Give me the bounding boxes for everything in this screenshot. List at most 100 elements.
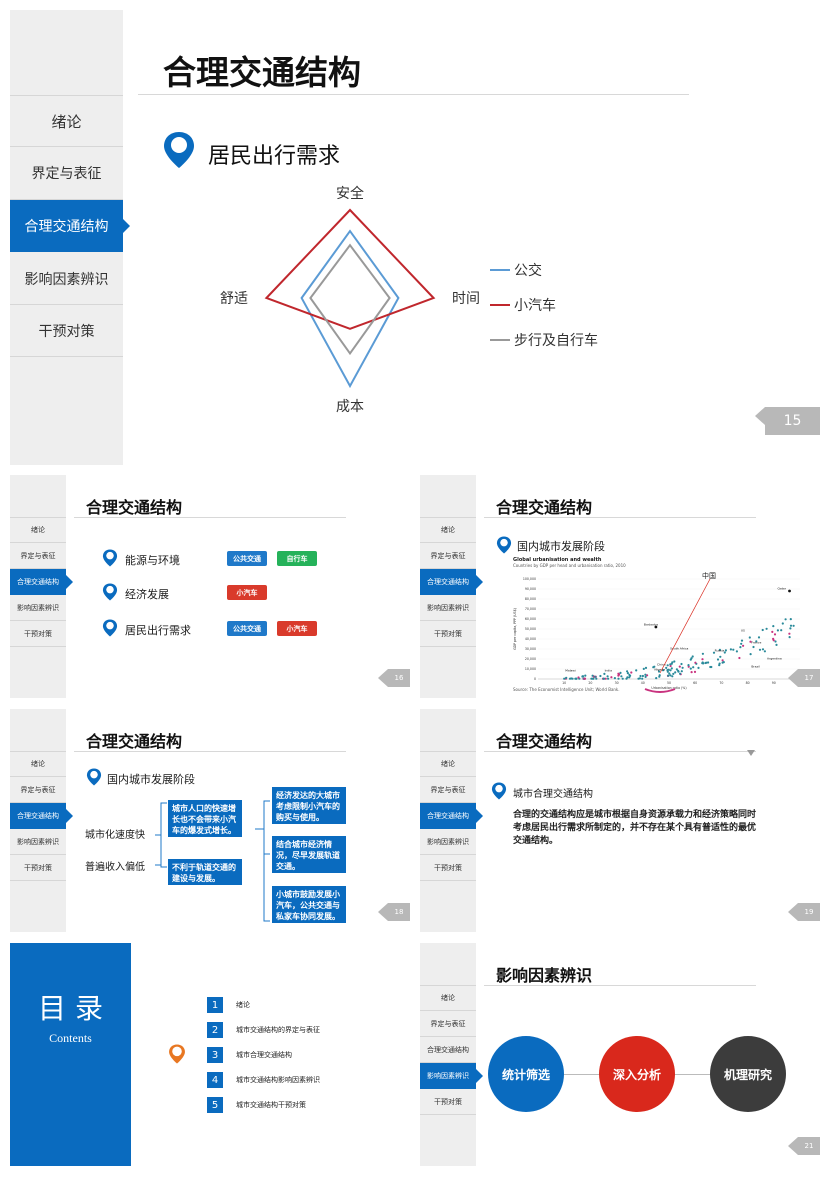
scatter-point [691, 655, 694, 658]
nav-item-definition[interactable]: 界定与表征 [420, 777, 476, 803]
nav-item-definition[interactable]: 界定与表征 [10, 543, 66, 569]
slide-title: 合理交通结构 [496, 498, 593, 517]
nav-item-structure[interactable]: 合理交通结构 [10, 803, 73, 829]
contents-subtitle: Contents [49, 1031, 92, 1045]
nav-label: 合理交通结构 [17, 578, 59, 586]
country-label: China [657, 663, 666, 667]
scatter-point [669, 669, 672, 672]
contents-item[interactable]: 绪论 [236, 1001, 250, 1009]
contents-item[interactable]: 城市交通结构干预对策 [236, 1101, 306, 1109]
nav-item-intro[interactable]: 绪论 [420, 985, 476, 1011]
scatter-point [749, 653, 752, 656]
scatter-point [644, 666, 648, 669]
scatter-point [644, 675, 647, 678]
scatter-point [626, 670, 629, 673]
nav-item-intro[interactable]: 绪论 [10, 95, 123, 147]
scatter-point [610, 676, 613, 679]
nav-item-factors[interactable]: 影响因素辨识 [420, 829, 476, 855]
scatter-point [755, 640, 758, 643]
contents-item[interactable]: 城市交通结构的界定与表征 [236, 1026, 320, 1034]
nav-item-structure[interactable]: 合理交通结构 [420, 1037, 476, 1063]
nav-label: 干预对策 [24, 629, 52, 638]
scatter-point [718, 662, 721, 665]
nav-label: 合理交通结构 [427, 578, 469, 586]
effect-box: 城市人口的快速增长也不会带来小汽车的爆发式增长。 [168, 800, 242, 837]
title-rule [484, 751, 756, 752]
nav-item-definition[interactable]: 界定与表征 [420, 1011, 476, 1037]
scatter-point [687, 665, 690, 668]
tag-car: 小汽车 [277, 621, 317, 636]
step-circle: 机理研究 [710, 1036, 786, 1112]
nav-label: 绪论 [441, 526, 455, 534]
radar-axis-label: 时间 [452, 291, 480, 307]
scatter-point [757, 636, 761, 639]
triangle-down-icon [747, 750, 755, 756]
country-label: South Africa [670, 647, 688, 651]
slide-title: 合理交通结构 [86, 498, 183, 517]
row-label: 能源与环境 [125, 554, 180, 567]
tag-public-transit: 公共交通 [227, 551, 267, 566]
scatter-point [642, 667, 645, 670]
nav-item-definition[interactable]: 界定与表征 [10, 777, 66, 803]
contents-number: 2 [207, 1022, 223, 1038]
scatter-point [722, 661, 725, 664]
scatter-point [617, 674, 620, 677]
scatter-point [607, 677, 610, 680]
nav-item-factors[interactable]: 影响因素辨识 [420, 1063, 483, 1089]
scatter-point [740, 639, 744, 642]
x-tick-label: 70 [719, 681, 723, 685]
contents-item[interactable]: 城市合理交通结构 [236, 1051, 292, 1059]
scatter-point [594, 675, 597, 678]
nav-item-intervention[interactable]: 干预对策 [10, 621, 66, 647]
country-label: India [605, 669, 613, 673]
scatter-point [749, 640, 752, 643]
nav-item-definition[interactable]: 界定与表征 [420, 543, 476, 569]
location-pin-icon [164, 132, 194, 168]
nav-item-intervention[interactable]: 干预对策 [420, 621, 476, 647]
bracket-lines [155, 800, 270, 922]
nav-item-factors[interactable]: 影响因素辨识 [10, 253, 123, 305]
scatter-point [592, 677, 595, 680]
scatter-point [628, 673, 631, 676]
effect-box: 不利于轨道交通的建设与发展。 [168, 859, 242, 885]
nav-item-intro[interactable]: 绪论 [420, 517, 476, 543]
tag-bicycle: 自行车 [277, 551, 317, 566]
nav-item-intervention[interactable]: 干预对策 [420, 855, 476, 881]
sidebar: 绪论 界定与表征 合理交通结构 影响因素辨识 干预对策 [420, 475, 483, 698]
nav-item-intervention[interactable]: 干预对策 [10, 305, 123, 357]
slide-title: 合理交通结构 [496, 732, 593, 751]
nav-item-structure[interactable]: 合理交通结构 [420, 803, 483, 829]
scatter-point [641, 674, 644, 678]
nav-item-factors[interactable]: 影响因素辨识 [10, 595, 66, 621]
row-label: 居民出行需求 [125, 624, 191, 637]
nav-item-definition[interactable]: 界定与表征 [10, 147, 123, 200]
scatter-point [701, 661, 704, 664]
nav-item-structure[interactable]: 合理交通结构 [10, 569, 73, 595]
page-number-badge: 21 [788, 1137, 820, 1155]
scatter-point [652, 666, 655, 669]
nav-item-intervention[interactable]: 干预对策 [420, 1089, 476, 1115]
location-pin-icon [496, 536, 512, 554]
scatter-point [789, 624, 793, 627]
nav-item-intro[interactable]: 绪论 [420, 751, 476, 777]
section-heading: 城市合理交通结构 [513, 789, 593, 800]
scatter-point [626, 672, 629, 675]
country-label: Argentina [767, 657, 782, 661]
nav-item-intro[interactable]: 绪论 [10, 517, 66, 543]
nav-item-factors[interactable]: 影响因素辨识 [420, 595, 476, 621]
contents-item[interactable]: 城市交通结构影响因素辨识 [236, 1076, 320, 1084]
country-label: Barbados [644, 623, 659, 627]
x-tick-label: 30 [615, 681, 619, 685]
nav-item-factors[interactable]: 影响因素辨识 [10, 829, 66, 855]
page-number: 18 [394, 908, 404, 916]
scatter-point [788, 589, 791, 593]
nav-item-structure[interactable]: 合理交通结构 [420, 569, 483, 595]
nav-item-structure[interactable]: 合理交通结构 [10, 200, 130, 252]
nav-item-intro[interactable]: 绪论 [10, 751, 66, 777]
contents-title: 目 录 [38, 992, 103, 1025]
scatter-point [765, 627, 768, 630]
scatter-point [638, 677, 641, 680]
page-number: 15 [783, 413, 802, 429]
contents-number: 4 [207, 1072, 223, 1088]
nav-item-intervention[interactable]: 干预对策 [10, 855, 66, 881]
